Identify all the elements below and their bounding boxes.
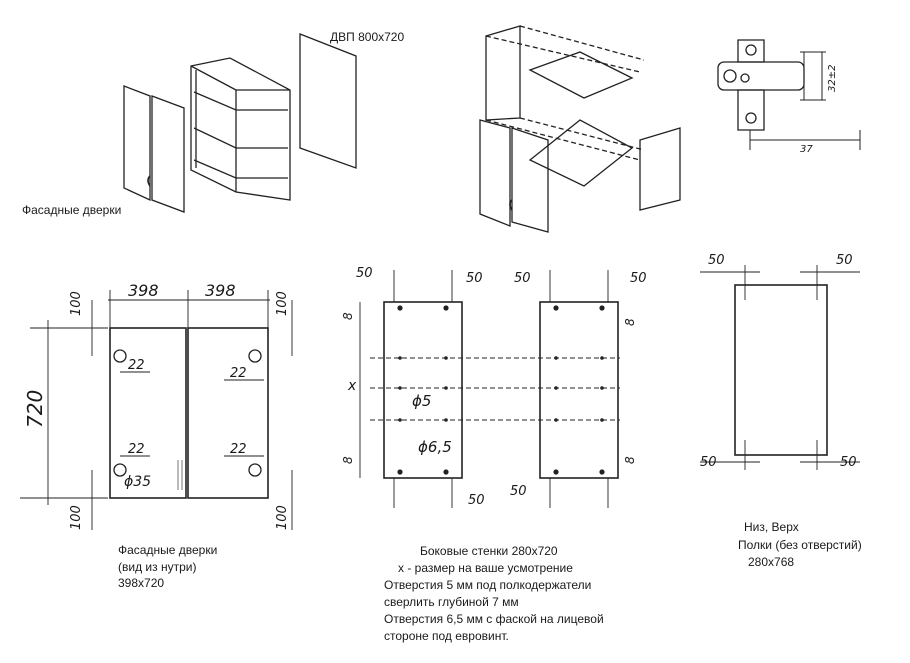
dim-door-top-left: 100 — [69, 291, 84, 316]
left-door-panel — [123, 85, 185, 213]
dim-side-8-d: 8 — [623, 456, 637, 464]
drill-hole — [553, 469, 559, 475]
dim-door-width-left: 398 — [128, 281, 159, 300]
dim-shelf-50-tr: 50 — [836, 253, 853, 268]
drill-hole — [443, 469, 449, 475]
side-walls — [359, 270, 620, 508]
dim-side-50-d: 50 — [630, 271, 647, 286]
dim-side-50-f: 50 — [510, 484, 527, 499]
dim-hinge-height: 32±2 — [827, 65, 838, 92]
drill-hole — [444, 418, 448, 422]
dim-door-top-right: 100 — [275, 291, 290, 316]
side-wall-holes — [397, 305, 605, 475]
drill-hole — [599, 305, 605, 311]
dim-hole-top-right: 22 — [230, 366, 247, 381]
dim-side-dia65: ϕ6,5 — [418, 438, 452, 456]
cabinet-carcass — [190, 57, 291, 201]
drill-hole — [444, 356, 448, 360]
drill-hole — [398, 418, 402, 422]
dim-side-8-a: 8 — [341, 312, 355, 320]
dim-side-50-c: 50 — [514, 271, 531, 286]
dim-shelf-50-tl: 50 — [708, 253, 725, 268]
drill-hole — [554, 386, 558, 390]
drill-hole — [398, 386, 402, 390]
shelves-caption-line-3: 280х768 — [748, 555, 795, 569]
sides-caption-line-4: сверлить глубиной 7 мм — [384, 595, 519, 609]
sides-caption-line-2: x - размер на ваше усмотрение — [398, 561, 573, 575]
drill-hole — [397, 305, 403, 311]
drill-hole — [444, 386, 448, 390]
doors-caption-line-1: Фасадные дверки — [118, 543, 218, 557]
shelf-panel — [700, 265, 860, 470]
dim-side-8-b: 8 — [341, 456, 355, 464]
drill-hole — [398, 356, 402, 360]
facade-label: Фасадные дверки — [22, 203, 122, 217]
drill-hole — [554, 356, 558, 360]
dim-side-dia5: ϕ5 — [412, 392, 431, 410]
dim-side-50-e: 50 — [468, 493, 485, 508]
shelves-caption-line-2: Полки (без отверстий) — [738, 538, 862, 552]
sides-caption-line-1: Боковые стенки 280х720 — [420, 544, 558, 558]
dim-door-height: 720 — [23, 390, 47, 428]
dim-hole-bottom-left: 22 — [128, 442, 145, 457]
dim-door-bottom-left: 100 — [69, 505, 84, 530]
drill-hole — [600, 418, 604, 422]
drill-hole — [600, 356, 604, 360]
sides-caption-line-6: стороне под евровинт. — [384, 629, 509, 643]
back-panel-dvp — [299, 33, 357, 169]
doors-caption-line-3: 398х720 — [118, 576, 165, 590]
dim-door-bottom-right: 100 — [275, 505, 290, 530]
exploded-cabinet — [479, 25, 681, 233]
dim-shelf-50-br: 50 — [840, 455, 857, 470]
dim-side-x: x — [347, 378, 357, 394]
sides-caption-line-3: Отверстия 5 мм под полкодержатели — [384, 578, 592, 592]
drill-hole — [600, 386, 604, 390]
dvp-label: ДВП 800х720 — [330, 30, 405, 44]
dim-side-50-b: 50 — [466, 271, 483, 286]
dim-hole-diameter: ϕ35 — [124, 474, 151, 490]
drill-hole — [397, 469, 403, 475]
doors-caption-line-2: (вид из нутри) — [118, 560, 197, 574]
dim-hinge-width: 37 — [800, 144, 813, 155]
hinge-drawing — [717, 39, 861, 150]
shelves-caption-line-1: Низ, Верх — [744, 520, 799, 534]
dim-shelf-50-bl: 50 — [700, 455, 717, 470]
dim-side-8-c: 8 — [623, 318, 637, 326]
doors-inside-view — [20, 290, 293, 530]
drill-hole — [599, 469, 605, 475]
drill-hole — [443, 305, 449, 311]
drill-hole — [553, 305, 559, 311]
drill-hole — [554, 418, 558, 422]
dim-hole-top-left: 22 — [128, 358, 145, 373]
sides-caption-line-5: Отверстия 6,5 мм с фаской на лицевой — [384, 612, 604, 626]
dim-hole-bottom-right: 22 — [230, 442, 247, 457]
dim-side-50-a: 50 — [356, 266, 373, 281]
dim-door-width-right: 398 — [205, 281, 236, 300]
